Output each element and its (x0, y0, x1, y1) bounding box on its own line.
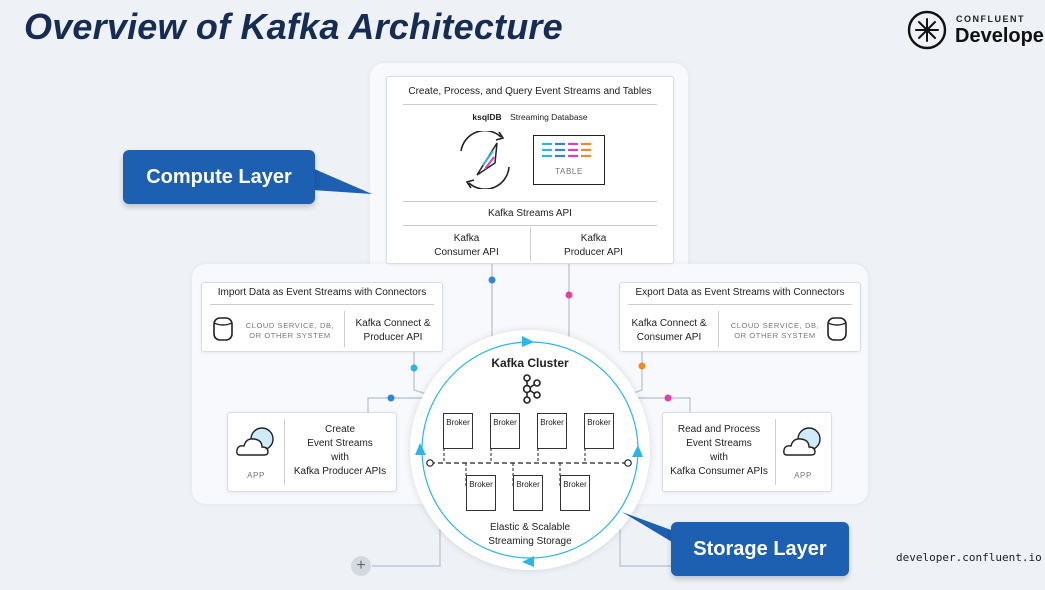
cluster-ring (415, 336, 643, 567)
divider (530, 227, 531, 261)
divider (403, 201, 657, 202)
divider (775, 419, 776, 485)
kafka-logo-icon (518, 374, 542, 404)
export-box: Export Data as Event Streams with Connec… (619, 282, 861, 352)
database-icon (826, 315, 848, 343)
compute-box: Create, Process, and Query Event Streams… (386, 76, 674, 264)
broker: Broker (537, 413, 567, 449)
compute-header: Create, Process, and Query Event Streams… (408, 86, 652, 97)
add-button[interactable]: + (351, 556, 371, 576)
brand-main: Developer (955, 25, 1045, 47)
streams-api-label: Kafka Streams API (488, 208, 572, 219)
divider (344, 311, 345, 347)
storage-layer-callout: Storage Layer (671, 522, 849, 576)
export-connect-label: Kafka Connect & Consumer API (631, 318, 707, 343)
import-box: Import Data as Event Streams with Connec… (201, 282, 443, 352)
ksqldb-label: ksqlDB (472, 112, 502, 122)
broker: Broker (513, 475, 543, 511)
export-header: Export Data as Event Streams with Connec… (635, 287, 845, 298)
stream-processor-icon (453, 131, 517, 189)
consumer-app-box: Read and Process Event Streams with Kafk… (662, 412, 832, 492)
cluster-title: Kafka Cluster (491, 356, 569, 370)
producer-app-text: Create Event Streams with Kafka Producer… (293, 424, 387, 477)
cloud-app-icon (234, 425, 278, 461)
plus-icon: + (356, 557, 366, 574)
brand-top: CONFLUENT (956, 14, 1025, 24)
producer-app-label: APP (247, 471, 265, 480)
export-source-label: CLOUD SERVICE, DB, OR OTHER SYSTEM (730, 321, 820, 340)
cluster-footer: Elastic & Scalable Streaming Storage (488, 522, 572, 547)
page-title: Overview of Kafka Architecture (24, 6, 563, 47)
divider (403, 225, 657, 226)
confluent-logo-icon (907, 10, 947, 50)
table-label: TABLE (555, 167, 583, 176)
cloud-app-icon (781, 425, 825, 461)
divider (403, 104, 657, 105)
database-icon (212, 315, 234, 343)
divider (210, 304, 434, 305)
producer-api-label: Kafka Producer API (564, 233, 623, 258)
footer-url[interactable]: developer.confluent.io (896, 551, 1042, 564)
divider (628, 304, 852, 305)
kafka-cluster: Kafka Cluster Broker Broker Broker Broke… (410, 330, 650, 570)
consumer-app-text: Read and Process Event Streams with Kafk… (670, 424, 768, 477)
import-header: Import Data as Event Streams with Connec… (217, 287, 427, 298)
broker: Broker (490, 413, 520, 449)
consumer-app-label: APP (794, 471, 812, 480)
consumer-api-label: Kafka Consumer API (434, 233, 499, 258)
broker: Broker (584, 413, 614, 449)
streaming-db-label: Streaming Database (510, 112, 588, 122)
import-connect-label: Kafka Connect & Producer API (355, 318, 431, 343)
divider (284, 419, 285, 485)
producer-app-box: APP Create Event Streams with Kafka Prod… (227, 412, 397, 492)
divider (718, 311, 719, 347)
ksqldb-row: ksqlDB Streaming Database (387, 112, 673, 122)
broker: Broker (443, 413, 473, 449)
compute-layer-callout: Compute Layer (123, 150, 315, 204)
broker: Broker (466, 475, 496, 511)
import-source-label: CLOUD SERVICE, DB, OR OTHER SYSTEM (245, 321, 335, 340)
broker: Broker (560, 475, 590, 511)
table-icon: TABLE (533, 135, 605, 185)
